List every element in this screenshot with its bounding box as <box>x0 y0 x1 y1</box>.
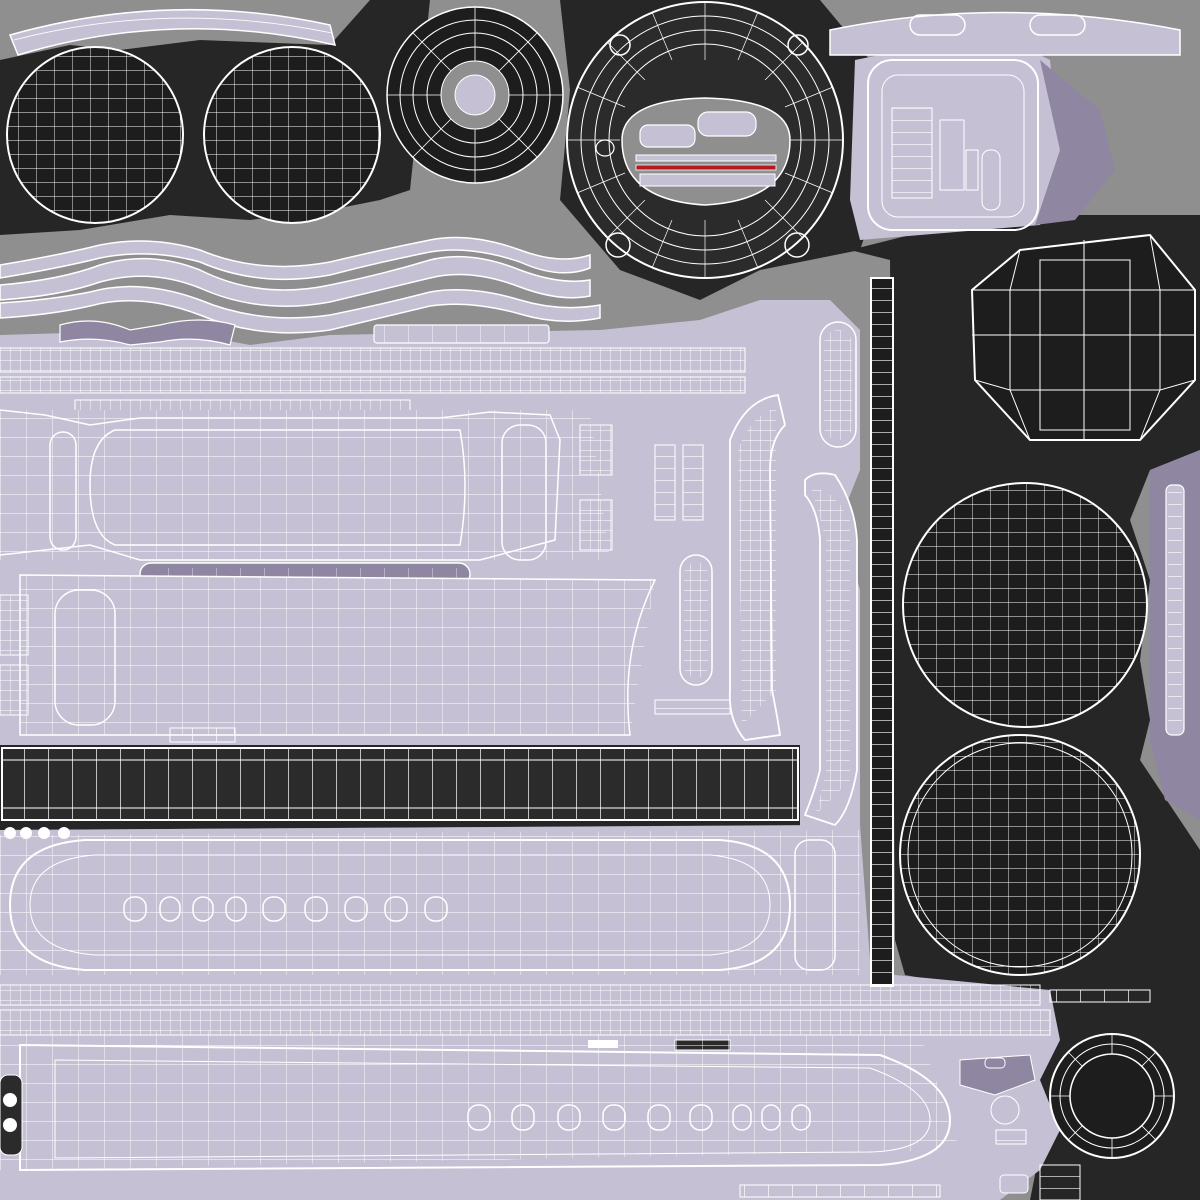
small-parts-uv <box>739 1054 1081 1200</box>
sphere-uv-3 <box>902 482 1148 728</box>
top-arc-right <box>829 11 1181 56</box>
lavender-shade-top-right <box>1035 60 1115 225</box>
nozzle-ring-uv <box>386 6 564 184</box>
sphere-uv-1 <box>6 46 184 224</box>
hull-panel-uv-3 <box>0 830 860 975</box>
sphere-uv-4 <box>899 734 1141 976</box>
long-strips-uv-lower <box>0 984 1151 1051</box>
sphere-uv-5 <box>970 233 1196 441</box>
vertical-strip-uv <box>870 277 894 987</box>
large-ring-uv <box>566 1 844 279</box>
horizontal-strip-uv <box>1 747 799 821</box>
small-ring-uv <box>1049 1033 1175 1159</box>
hull-panel-uv-2 <box>0 574 731 743</box>
small-bars-uv <box>654 444 704 521</box>
small-bracket-uv <box>59 319 236 346</box>
bent-bar-uv-1 <box>728 393 786 741</box>
sphere-uv-2 <box>203 46 381 224</box>
curved-strip-uv-upper <box>0 236 601 334</box>
bent-bar-uv-2 <box>803 472 858 827</box>
hull-panel-uv-4 <box>0 1030 960 1172</box>
long-strips-uv <box>0 347 746 413</box>
square-frame-uv <box>867 59 1039 231</box>
hull-panel-uv-1 <box>0 409 613 561</box>
left-edge-parts-uv <box>0 1074 23 1156</box>
